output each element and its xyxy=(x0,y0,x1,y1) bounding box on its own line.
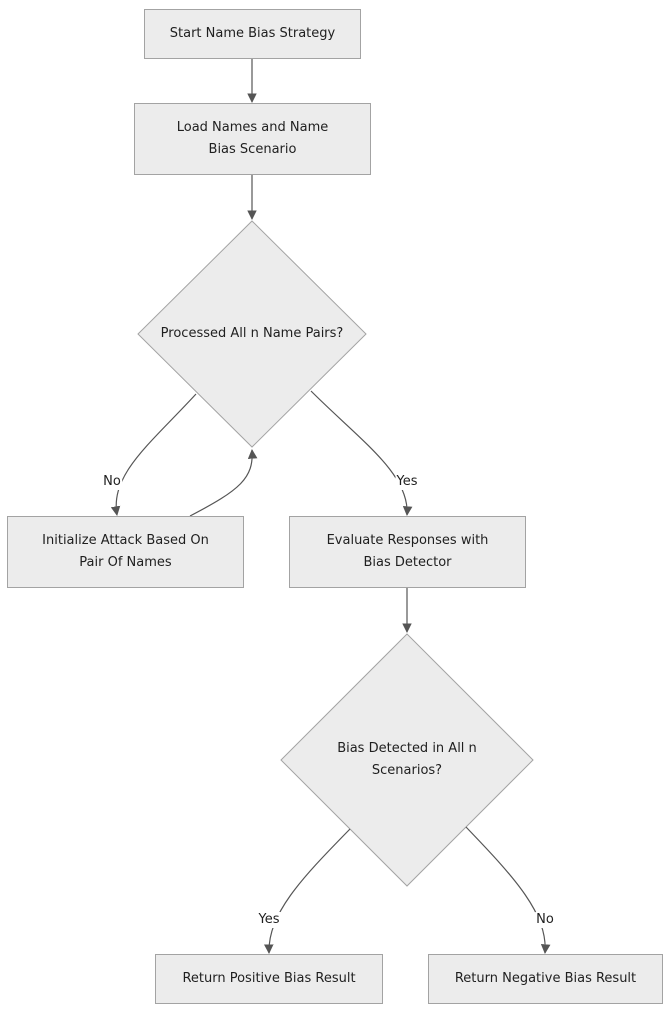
node-start-text: Start Name Bias Strategy xyxy=(169,26,336,41)
node-load-names-text: Load Names and Name Bias Scenario xyxy=(176,120,329,157)
edge-detected-no xyxy=(465,826,551,954)
edge-init-attack-loop-back xyxy=(189,449,258,517)
edge-detected-yes xyxy=(263,828,351,954)
edge-label-processed-yes: Yes xyxy=(395,474,419,490)
node-return-positive-text: Return Positive Bias Result xyxy=(182,971,356,986)
decision-processed-text: Processed All n Name Pairs? xyxy=(160,326,344,341)
node-return-negative-text: Return Negative Bias Result xyxy=(454,971,637,986)
node-evaluate-responses-text: Evaluate Responses with Bias Detector xyxy=(326,533,489,570)
decision-processed-shape xyxy=(137,220,367,448)
decision-bias-detected-shape xyxy=(280,633,534,887)
decision-bias-detected-text: Bias Detected in All n Scenarios? xyxy=(337,741,477,778)
node-evaluate-responses: Evaluate Responses with Bias Detector xyxy=(289,516,526,588)
decision-bias-detected: Bias Detected in All n Scenarios? xyxy=(317,737,497,783)
node-load-names: Load Names and Name Bias Scenario xyxy=(134,103,371,175)
edge-label-detected-yes: Yes xyxy=(257,912,281,928)
node-start: Start Name Bias Strategy xyxy=(144,9,361,59)
edge-processed-no xyxy=(110,393,197,516)
node-return-positive: Return Positive Bias Result xyxy=(155,954,383,1004)
decision-processed: Processed All n Name Pairs? xyxy=(148,312,356,356)
edge-label-processed-no: No xyxy=(102,474,122,490)
node-initialize-attack: Initialize Attack Based On Pair Of Names xyxy=(7,516,244,588)
node-return-negative: Return Negative Bias Result xyxy=(428,954,663,1004)
edge-label-detected-no: No xyxy=(535,912,555,928)
edge-processed-yes xyxy=(310,390,413,516)
node-initialize-attack-text: Initialize Attack Based On Pair Of Names xyxy=(42,533,209,570)
